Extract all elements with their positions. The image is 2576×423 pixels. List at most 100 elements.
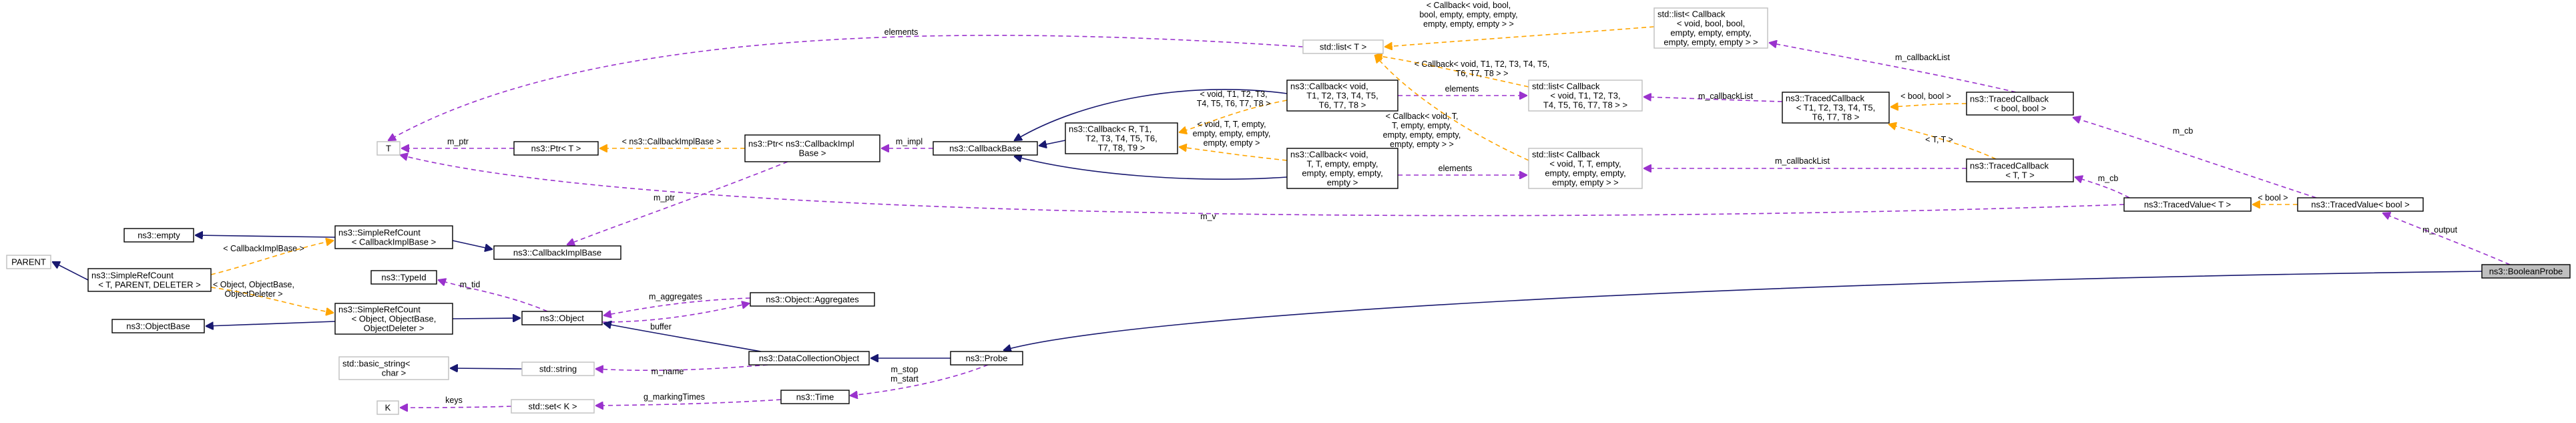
edge-label: < void, T1, T2, T3, — [1200, 90, 1267, 99]
class-node-probe[interactable]: ns3::Probe — [950, 351, 1023, 366]
edge-label: < Callback< void, T1, T2, T3, T4, T5, — [1414, 59, 1549, 69]
class-node-typeid[interactable]: ns3::TypeId — [370, 270, 437, 285]
edge-line — [1375, 55, 1529, 161]
class-node-object[interactable]: ns3::Object — [521, 311, 603, 325]
edge-e_typeid: m_tid — [439, 280, 548, 312]
class-node-listcbbool[interactable]: std::list< Callback< void, bool, bool,em… — [1653, 7, 1768, 49]
class-node-t[interactable]: T — [376, 141, 401, 156]
class-node-cbr[interactable]: ns3::Callback< R, T1,T2, T3, T4, T5, T6,… — [1065, 122, 1178, 154]
node-label: ns3::Object::Aggregates — [766, 295, 859, 305]
node-box — [334, 303, 453, 335]
edge-line — [1644, 97, 1783, 102]
edge-label: < ns3::CallbackImplBase > — [622, 137, 722, 146]
node-box — [780, 390, 850, 404]
node-label: Base > — [799, 148, 826, 158]
class-node-srcparent[interactable]: ns3::SimpleRefCount< T, PARENT, DELETER … — [87, 268, 212, 292]
class-node-srccb[interactable]: ns3::SimpleRefCount< CallbackImplBase > — [334, 225, 453, 249]
edge-label: elements — [1439, 164, 1473, 173]
class-node-srcobj[interactable]: ns3::SimpleRefCount< Object, ObjectBase,… — [334, 303, 453, 335]
class-node-listcbtt[interactable]: std::list< Callback< void, T, T, empty,e… — [1528, 148, 1643, 189]
edge-label: < Callback< void, bool, — [1427, 1, 1511, 10]
edge-label: T, empty, empty, — [1392, 121, 1452, 130]
class-node-listcbt8[interactable]: std::list< Callback< void, T1, T2, T3,T4… — [1528, 80, 1643, 112]
class-node-cbvoid[interactable]: ns3::Callback< void,T1, T2, T3, T4, T5,T… — [1286, 80, 1398, 112]
class-node-parent[interactable]: PARENT — [6, 255, 51, 269]
class-node-objbase[interactable]: ns3::ObjectBase — [111, 319, 205, 333]
node-label: T6, T7, T8 > — [1319, 100, 1366, 110]
edge-label: < void, T, T, empty, — [1197, 120, 1266, 129]
class-node-tcbbool[interactable]: ns3::TracedCallback< bool, bool > — [1966, 92, 2074, 116]
edge-e_list_bool: < Callback< void, bool,bool, empty, empt… — [1385, 1, 1655, 47]
class-node-aggregates[interactable]: ns3::Object::Aggregates — [750, 292, 875, 307]
class-node-setk[interactable]: std::set< K > — [511, 399, 595, 414]
edge-label: ObjectDeleter > — [224, 289, 282, 299]
node-box — [2123, 197, 2252, 212]
class-node-tcbtt[interactable]: ns3::TracedCallback< T, T > — [1966, 158, 2074, 182]
class-node-booleanprobe[interactable]: ns3::BooleanProbe — [2481, 264, 2571, 279]
edge-label: m_cb — [2098, 174, 2119, 183]
class-node-time[interactable]: ns3::Time — [780, 390, 850, 404]
class-node-cbimpl[interactable]: ns3::CallbackImplBase — [493, 245, 621, 260]
edge-e_cbvoid_list: elements — [1398, 84, 1527, 96]
edge-line — [452, 318, 520, 319]
node-label: char > — [382, 368, 407, 378]
edge-e_cbimpl_ptr: m_ptr — [567, 161, 788, 245]
node-label: ns3::SimpleRefCount — [91, 271, 174, 281]
node-label: < void, T1, T2, T3, — [1550, 91, 1620, 101]
edge-label: m_impl — [896, 137, 923, 146]
node-label: ObjectDeleter > — [364, 323, 425, 333]
edge-label: m_start — [890, 374, 919, 384]
node-label: ns3::Callback< R, T1, — [1069, 124, 1151, 134]
edge-line — [451, 368, 523, 369]
class-node-stdlistt[interactable]: std::list< T > — [1302, 39, 1384, 54]
class-node-tvbool[interactable]: ns3::TracedValue< bool > — [2297, 197, 2424, 212]
edge-label: < bool > — [2258, 193, 2288, 202]
edge-label: m_ptr — [447, 137, 469, 146]
class-node-k[interactable]: K — [376, 400, 399, 415]
edge-e_srcobj: < Object, ObjectBase,ObjectDeleter > — [210, 280, 333, 313]
node-box — [1782, 92, 1890, 124]
node-box — [750, 292, 875, 307]
edge-line — [196, 235, 336, 237]
node-label: std::list< T > — [1320, 42, 1366, 52]
class-node-empty[interactable]: ns3::empty — [123, 228, 194, 243]
class-node-cbvoidempty[interactable]: ns3::Callback< void,T, T, empty, empty,e… — [1286, 148, 1398, 189]
node-box — [334, 225, 453, 249]
edge-label: m_aggregates — [649, 292, 702, 301]
node-label: < void, bool, bool, — [1677, 19, 1745, 29]
node-label: T4, T5, T6, T7, T8 > > — [1543, 100, 1627, 110]
node-box — [1966, 158, 2074, 182]
edge-e_cblist_tt: m_callbackList — [1644, 156, 1967, 168]
node-label: ns3::Ptr< ns3::CallbackImpl — [748, 139, 854, 149]
edge-e_srccb_impl — [452, 240, 492, 249]
node-box — [123, 228, 194, 243]
node-label: std::list< Callback — [1657, 9, 1726, 19]
class-node-string[interactable]: std::string — [521, 362, 595, 376]
edge-line — [206, 321, 336, 326]
edge-e_list_cbve: < Callback< void, T,T, empty, empty,empt… — [1375, 55, 1529, 161]
node-label: ns3::Ptr< T > — [531, 144, 581, 154]
node-label: T2, T3, T4, T5, T6, — [1085, 134, 1157, 144]
class-node-basicstring[interactable]: std::basic_string<char > — [338, 356, 449, 380]
class-node-ptrcbimpl[interactable]: ns3::Ptr< ns3::CallbackImplBase > — [744, 134, 880, 162]
node-box — [513, 141, 599, 156]
edge-label: m_ptr — [654, 193, 675, 202]
edge-label: < CallbackImplBase > — [223, 244, 304, 253]
edge-e_cbr_cbvoid: < void, T1, T2, T3,T4, T5, T6, T7, T8 > — [1180, 90, 1288, 132]
edge-line — [1004, 271, 2483, 350]
node-box — [950, 351, 1023, 366]
node-label: ns3::empty — [138, 231, 180, 241]
class-node-dco[interactable]: ns3::DataCollectionObject — [748, 351, 870, 366]
class-node-ptrt[interactable]: ns3::Ptr< T > — [513, 141, 599, 156]
node-label: empty > — [1327, 178, 1358, 188]
edge-label: elements — [884, 27, 919, 37]
node-label: < T, T > — [2005, 170, 2034, 180]
edge-label: empty, empty, empty, — [1383, 130, 1461, 140]
edge-label: empty, empty > — [1204, 138, 1260, 148]
class-node-cbbase[interactable]: ns3::CallbackBase — [933, 141, 1038, 156]
class-node-tvt[interactable]: ns3::TracedValue< T > — [2123, 197, 2252, 212]
class-node-tcbt8[interactable]: ns3::TracedCallback< T1, T2, T3, T4, T5,… — [1782, 92, 1890, 124]
edge-e_basicstring — [451, 368, 523, 369]
edge-e_string: m_name — [596, 364, 768, 376]
edge-line — [210, 287, 333, 313]
